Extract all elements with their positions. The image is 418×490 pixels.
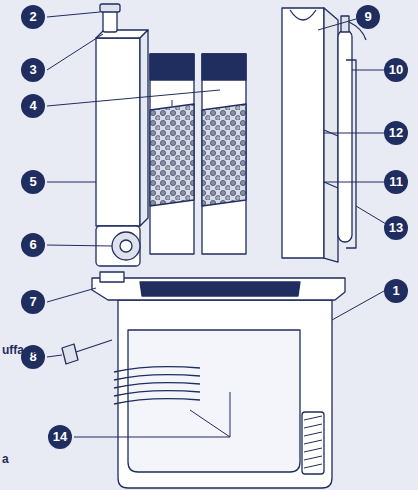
callout-number: 12	[384, 121, 408, 145]
caption-fragment: a	[2, 452, 9, 466]
callout-number: 1	[384, 279, 408, 303]
callout-number: 4	[21, 94, 45, 118]
callout-number: 14	[48, 425, 72, 449]
callout-number: 5	[21, 170, 45, 194]
callout-number: 13	[384, 216, 408, 240]
callout-number: 9	[356, 5, 380, 29]
callout-number: 10	[384, 58, 408, 82]
callout-number: 3	[21, 58, 45, 82]
callout-number: 6	[21, 233, 45, 257]
caption-fragment: uffage	[2, 343, 38, 357]
callout-number: 11	[384, 170, 408, 194]
callout-number: 2	[21, 5, 45, 29]
callout-number: 7	[21, 290, 45, 314]
